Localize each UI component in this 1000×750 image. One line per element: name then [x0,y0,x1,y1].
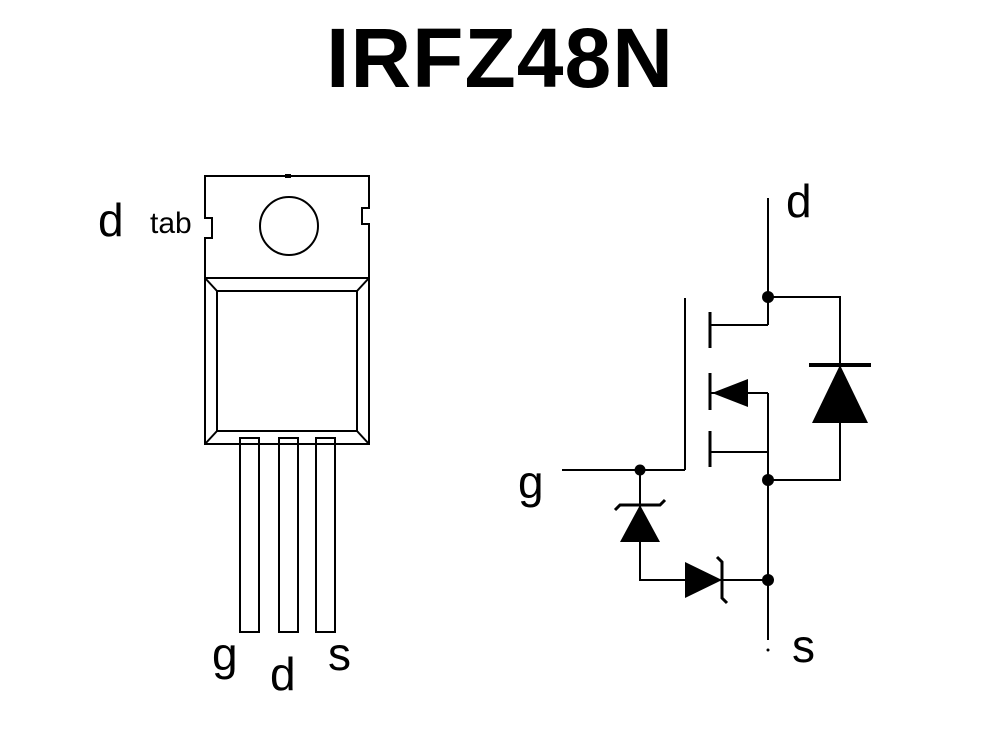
schematic-source-label: s [792,620,815,672]
schematic-symbols [613,291,871,652]
to220-package [204,174,370,633]
source-end-dot [766,648,770,652]
channel-arrow-icon [712,379,748,407]
pin-label-drain: d [270,648,296,700]
lead-source [315,437,336,633]
package-tab [204,175,370,279]
mounting-hole [259,196,319,256]
lead-gate [239,437,260,633]
schematic-drain-label: d [786,175,812,227]
junction-gate [634,464,646,476]
lead-drain [278,437,299,633]
page-title: IRFZ48N [326,11,674,105]
package-body [204,277,370,445]
package-body-face [216,290,358,432]
pin-label-gate: g [212,628,238,680]
junction-drain [762,291,774,303]
tab-drain-label: d [98,194,124,246]
pin-label-source: s [328,628,351,680]
zener-branch-wire [639,470,768,581]
schematic-gate-label: g [518,456,544,508]
tab-label: tab [150,207,192,240]
junction-source [762,474,774,486]
zener-diode-gate-icon [620,505,660,542]
body-diode-icon [812,365,868,423]
junction-source-lower [762,574,774,586]
zener-diode-source-icon [685,562,722,598]
